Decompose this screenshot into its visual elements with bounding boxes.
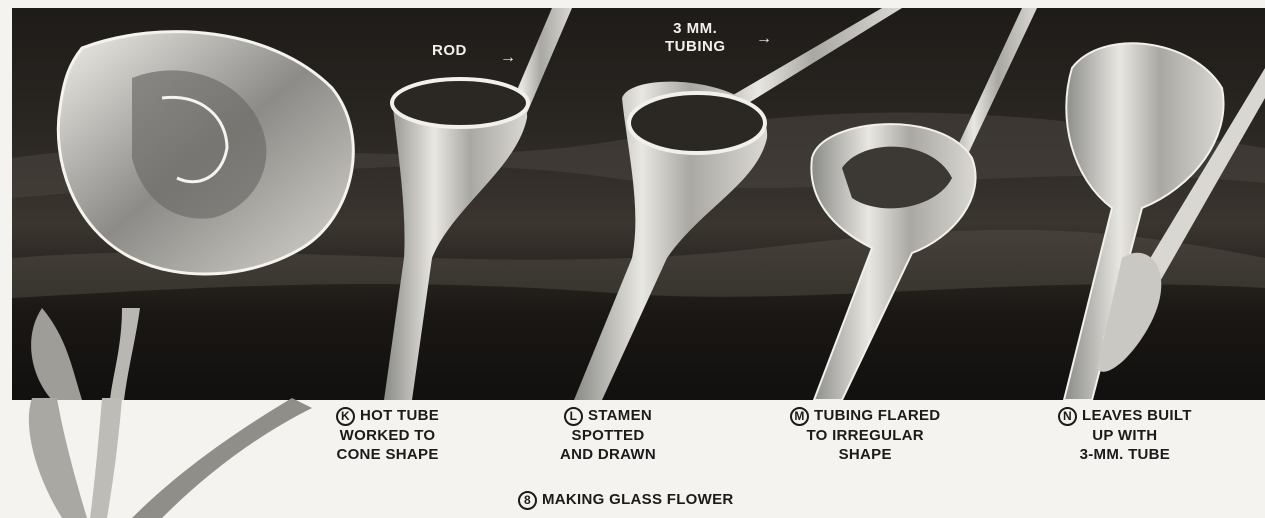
step-n-label: N LEAVES BUILT UP WITH 3-MM. TUBE [1058,406,1192,464]
step-m-line3: SHAPE [790,445,940,464]
step-k-line3: CONE SHAPE [336,445,439,464]
tubing-callout: 3 MM. TUBING [665,20,726,56]
step-l-line2: SPOTTED [560,426,656,445]
step-k-label: K HOT TUBE WORKED TO CONE SHAPE [336,406,439,464]
glass-bud-n [1064,43,1265,400]
step-k-line1: HOT TUBE [360,407,439,424]
step-l-line3: AND DRAWN [560,445,656,464]
figure-number-badge: 8 [518,491,537,510]
figure-caption: 8 MAKING GLASS FLOWER [518,490,734,510]
photo-illustration [12,8,1265,400]
tubing-callout-line2: TUBING [665,38,726,55]
step-n-line2: UP WITH [1058,426,1192,445]
figure-caption-text: MAKING GLASS FLOWER [542,491,734,508]
arrow-icon: → [500,49,517,67]
glass-cone-k [384,79,528,400]
arrow-icon: → [756,30,773,48]
step-n-line1: LEAVES BUILT [1082,407,1192,424]
step-k-badge: K [336,407,355,426]
glass-flower-large [31,32,353,400]
step-k-line2: WORKED TO [336,426,439,445]
step-l-badge: L [564,407,583,426]
tubing-callout-line1: 3 MM. [673,20,717,37]
step-m-badge: M [790,407,809,426]
step-m-line2: TO IRREGULAR [790,426,940,445]
step-l-label: L STAMEN SPOTTED AND DRAWN [560,406,656,464]
rod-callout: ROD [432,42,467,60]
step-n-line3: 3-MM. TUBE [1058,445,1192,464]
flower-stem-overhang [12,398,312,518]
glass-cone-l [574,82,767,400]
step-m-label: M TUBING FLARED TO IRREGULAR SHAPE [790,406,940,464]
step-m-line1: TUBING FLARED [814,407,940,424]
step-l-line1: STAMEN [588,407,652,424]
step-n-badge: N [1058,407,1077,426]
glass-flower-photo: ROD → 3 MM. TUBING → [12,8,1265,400]
